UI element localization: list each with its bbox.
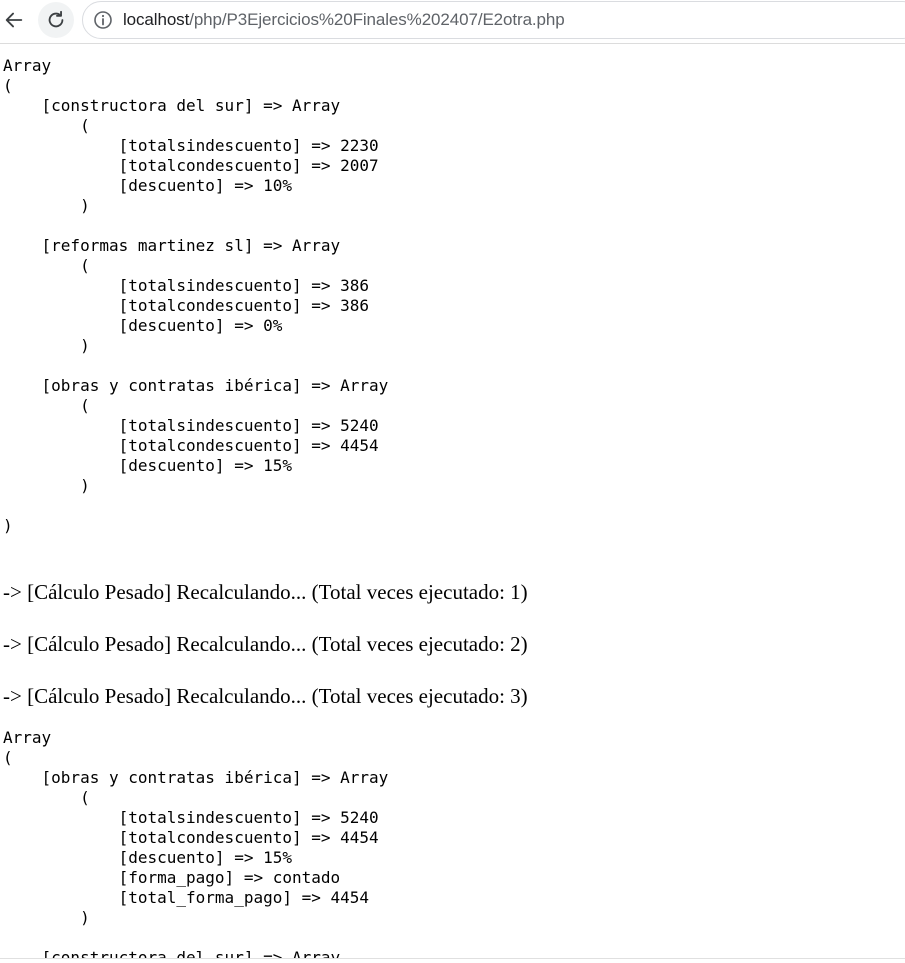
dump-line: [total_forma_pago] => 4454: [3, 888, 370, 907]
site-info-icon[interactable]: [93, 10, 113, 30]
page-content: Array ( [constructora del sur] => Array …: [0, 46, 905, 958]
dump-line: [totalcondescuento] => 4454: [3, 828, 379, 847]
back-button[interactable]: [0, 2, 32, 38]
dump-line: Array: [3, 728, 52, 747]
recalc-message-3: -> [Cálculo Pesado] Recalculando... (Tot…: [3, 684, 528, 708]
dump-line: (: [3, 256, 90, 275]
dump-line: [descuento] => 15%: [3, 848, 292, 867]
dump-line: (: [3, 116, 90, 135]
array-dump-with-payment: Array ( [obras y contratas ibérica] => A…: [0, 728, 388, 958]
recalc-message-2: -> [Cálculo Pesado] Recalculando... (Tot…: [3, 632, 528, 656]
url-text[interactable]: localhost/php/P3Ejercicios%20Finales%202…: [123, 10, 565, 30]
dump-line: [totalcondescuento] => 2007: [3, 156, 379, 175]
dump-line: [constructora del sur] => Array: [3, 948, 341, 958]
dump-line: [descuento] => 10%: [3, 176, 292, 195]
dump-line: [totalsindescuento] => 2230: [3, 136, 379, 155]
dump-line: [obras y contratas ibérica] => Array: [3, 768, 389, 787]
dump-line: [forma_pago] => contado: [3, 868, 341, 887]
dump-line: [obras y contratas ibérica] => Array: [3, 376, 389, 395]
dump-line: ): [3, 476, 90, 495]
address-bar[interactable]: localhost/php/P3Ejercicios%20Finales%202…: [82, 1, 905, 39]
dump-line: ): [3, 196, 90, 215]
window-bottom-edge: [0, 958, 905, 963]
dump-line: [totalsindescuento] => 5240: [3, 808, 379, 827]
browser-toolbar: localhost/php/P3Ejercicios%20Finales%202…: [0, 0, 905, 44]
dump-line: (: [3, 76, 13, 95]
reload-icon: [48, 10, 64, 28]
dump-line: (: [3, 748, 13, 767]
url-host: localhost: [123, 10, 190, 29]
dump-line: (: [3, 788, 90, 807]
dump-line: ): [3, 336, 90, 355]
dump-line: [totalsindescuento] => 5240: [3, 416, 379, 435]
dump-line: ): [3, 908, 90, 927]
dump-line: ): [3, 516, 13, 535]
dump-line: [totalcondescuento] => 4454: [3, 436, 379, 455]
dump-line: Array: [3, 56, 52, 75]
dump-line: (: [3, 396, 90, 415]
dump-line: [totalsindescuento] => 386: [3, 276, 370, 295]
dump-line: [reformas martinez sl] => Array: [3, 236, 341, 255]
dump-line: [constructora del sur] => Array: [3, 96, 341, 115]
dump-line: [descuento] => 15%: [3, 456, 292, 475]
reload-button[interactable]: [38, 2, 74, 38]
array-dump-initial: Array ( [constructora del sur] => Array …: [0, 56, 388, 536]
back-arrow-icon: [5, 12, 23, 28]
url-path: /php/P3Ejercicios%20Finales%202407/E2otr…: [189, 10, 565, 29]
dump-line: [descuento] => 0%: [3, 316, 283, 335]
dump-line: [totalcondescuento] => 386: [3, 296, 370, 315]
recalc-message-1: -> [Cálculo Pesado] Recalculando... (Tot…: [3, 580, 528, 604]
